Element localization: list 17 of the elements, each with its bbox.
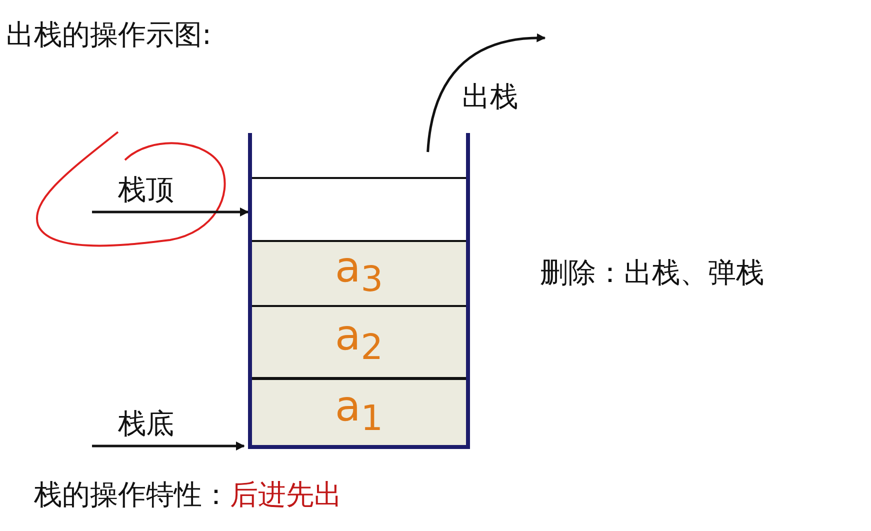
note-text: 删除：出栈、弹栈 (540, 258, 764, 289)
stack-slot (252, 240, 466, 305)
pointer-label: 栈底 (118, 404, 190, 444)
stack-slot (252, 377, 466, 445)
stack-element: a$_{3}$ (334, 242, 384, 300)
stack-container (248, 133, 470, 449)
title: 出栈的操作示图: (6, 20, 212, 51)
pointer-arrow (92, 442, 245, 450)
stack-element: a$_{1}$ (334, 380, 384, 438)
pointer-arrow (92, 208, 249, 216)
property-value: 后进先出 (230, 480, 342, 511)
pointer-label: 栈顶 (118, 170, 190, 210)
property-text: 栈的操作特性： (34, 480, 230, 511)
stack-slot (252, 305, 466, 377)
edge-label: 出栈 (462, 82, 518, 113)
curved-arrow (426, 34, 546, 152)
stack-element: a$_{2}$ (334, 310, 384, 368)
